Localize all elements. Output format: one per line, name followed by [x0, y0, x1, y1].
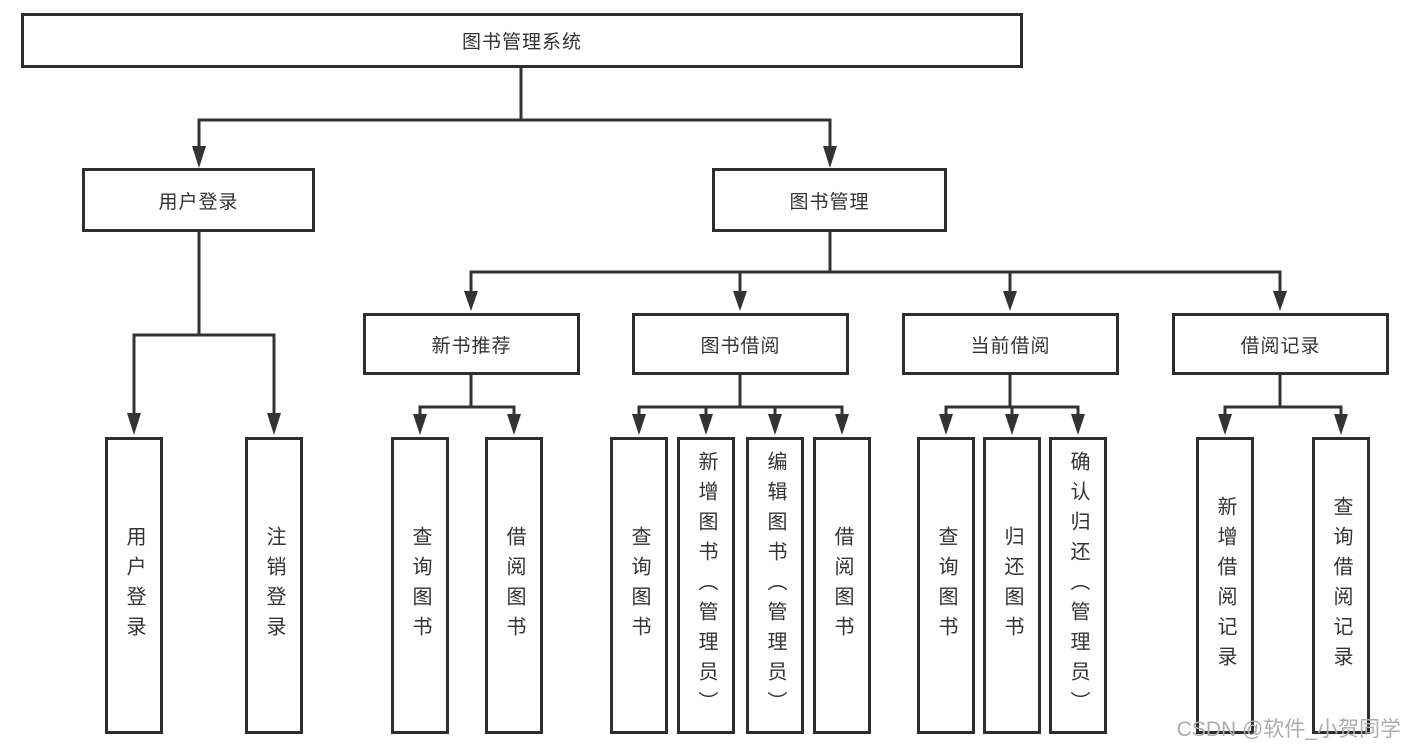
leaf-user-login: 用户登录 — [105, 437, 163, 734]
leaf-records-query-record: 查询借阅记录 — [1312, 437, 1370, 734]
leaf-borrow-query-books-label: 查询图书 — [628, 525, 650, 646]
leaf-recommend-query-books: 查询图书 — [391, 437, 449, 734]
node-user-login: 用户登录 — [82, 168, 315, 232]
leaf-borrow-add-books-admin: 新增图书（管理员） — [677, 437, 735, 734]
leaf-recommend-query-books-label: 查询图书 — [409, 525, 431, 646]
arrowheads — [127, 146, 1348, 435]
leaf-current-query-books-label: 查询图书 — [935, 525, 957, 646]
node-library-system-label: 图书管理系统 — [461, 32, 582, 53]
leaf-recommend-borrow-books: 借阅图书 — [485, 437, 543, 734]
leaf-logout-label: 注销登录 — [263, 525, 285, 646]
leaf-current-confirm-return-admin: 确认归还（管理员） — [1049, 437, 1107, 734]
leaf-borrow-borrow-books: 借阅图书 — [813, 437, 871, 734]
leaf-records-query-record-label: 查询借阅记录 — [1330, 495, 1352, 676]
csdn-watermark: CSDN @软件_小贺同学 — [1176, 718, 1401, 741]
node-book-borrow: 图书借阅 — [632, 313, 849, 375]
node-user-login-label: 用户登录 — [158, 191, 239, 213]
node-book-management-label: 图书管理 — [789, 191, 870, 213]
node-new-book-recommend-label: 新书推荐 — [431, 335, 512, 357]
leaf-records-add-record: 新增借阅记录 — [1196, 437, 1254, 734]
leaf-logout: 注销登录 — [245, 437, 303, 734]
node-borrow-records: 借阅记录 — [1172, 313, 1389, 375]
leaf-user-login-label: 用户登录 — [123, 525, 145, 646]
node-borrow-records-label: 借阅记录 — [1240, 335, 1321, 357]
node-library-system: 图书管理系统 — [21, 13, 1023, 68]
leaf-current-return-books: 归还图书 — [983, 437, 1041, 734]
leaf-current-return-books-label: 归还图书 — [1001, 525, 1023, 646]
leaf-borrow-edit-books-admin: 编辑图书（管理员） — [746, 437, 804, 734]
leaf-current-confirm-return-admin-label: 确认归还（管理员） — [1067, 450, 1089, 721]
leaf-borrow-borrow-books-label: 借阅图书 — [831, 525, 853, 646]
leaf-borrow-add-books-admin-label: 新增图书（管理员） — [695, 450, 717, 721]
node-current-borrow-label: 当前借阅 — [970, 335, 1051, 357]
leaf-current-query-books: 查询图书 — [917, 437, 975, 734]
leaf-recommend-borrow-books-label: 借阅图书 — [503, 525, 525, 646]
tree-edges — [132, 66, 1343, 417]
leaf-records-add-record-label: 新增借阅记录 — [1214, 495, 1236, 676]
node-book-borrow-label: 图书借阅 — [700, 335, 781, 357]
node-current-borrow: 当前借阅 — [902, 313, 1119, 375]
node-book-management: 图书管理 — [712, 168, 947, 232]
leaf-borrow-edit-books-admin-label: 编辑图书（管理员） — [764, 450, 786, 721]
leaf-borrow-query-books: 查询图书 — [610, 437, 668, 734]
node-new-book-recommend: 新书推荐 — [363, 313, 580, 375]
